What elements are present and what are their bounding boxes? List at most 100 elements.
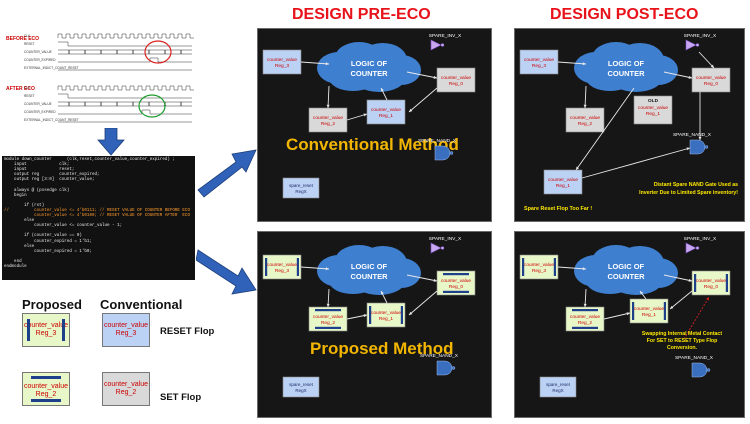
flop-id: Reg_3 bbox=[275, 63, 289, 69]
connection-arrow bbox=[408, 290, 438, 316]
spare-inverter bbox=[685, 39, 700, 51]
legend-conventional-heading: Conventional bbox=[100, 297, 183, 312]
spare-nand-gate bbox=[691, 362, 711, 378]
flop-id: Reg_1 bbox=[379, 316, 393, 322]
arrow-head bbox=[686, 147, 690, 151]
code-line: counter_expired = 1'b0; bbox=[4, 249, 92, 254]
set-bar-marker bbox=[315, 309, 341, 312]
arrow-head bbox=[363, 113, 367, 117]
waveform-signal-label: RESET bbox=[24, 94, 35, 98]
connection-arrow bbox=[663, 274, 693, 282]
reset-bar-marker bbox=[265, 258, 268, 276]
spare-reset-flop bbox=[282, 376, 320, 398]
spare-inv-label: SPARE_INV_X bbox=[429, 236, 462, 242]
waveform-signal-label: COUNTER_VALUE bbox=[24, 50, 52, 54]
flop-reg-0 bbox=[691, 270, 731, 296]
diagram-post-eco-proposed: LOGIC OFCOUNTERcounter_valueReg_3counter… bbox=[519, 236, 731, 398]
cloud-label-line2: COUNTER bbox=[350, 272, 388, 281]
arrow-head bbox=[582, 267, 586, 271]
reset-bar-marker bbox=[400, 306, 403, 324]
legend-proposed-set-flop: counter_value Reg_2 bbox=[22, 372, 70, 406]
reset-bar-marker bbox=[522, 258, 525, 276]
connection-arrow bbox=[683, 296, 710, 340]
flop-name: counter_value bbox=[570, 314, 600, 320]
spare-reset-id: RegX bbox=[295, 189, 306, 194]
reset-bar-marker bbox=[663, 302, 666, 320]
cloud-label-line1: LOGIC OF bbox=[351, 262, 388, 271]
arrow-head bbox=[582, 62, 586, 66]
arrow-to-proposed bbox=[196, 249, 257, 295]
flop-reg-0 bbox=[436, 67, 476, 93]
waveform-trace bbox=[58, 101, 192, 107]
waveform-trace bbox=[58, 41, 192, 47]
connection-arrow bbox=[346, 113, 368, 121]
flop-id: Reg_0 bbox=[449, 284, 463, 290]
note-nand-line1: Distant Spare NAND Gate Used as bbox=[654, 182, 738, 188]
code-line: if (rst) bbox=[4, 203, 45, 208]
legend-reg2-name-conv: counter_value bbox=[104, 381, 148, 388]
flop-id: Reg_3 bbox=[532, 63, 546, 69]
flop-name: counter_value bbox=[696, 278, 726, 284]
set-bar-marker bbox=[31, 376, 61, 379]
flop-name: counter_value bbox=[267, 57, 297, 63]
code-line: endmodule bbox=[4, 264, 27, 269]
arrow-head bbox=[409, 108, 413, 112]
spare-nand-label: SPARE_NAND_X bbox=[418, 138, 457, 144]
set-bar-marker bbox=[572, 326, 598, 329]
verilog-code-block: module down_counter (clk,reset,counter_v… bbox=[2, 156, 195, 280]
code-line: counter_expired = 1'b1; bbox=[4, 239, 92, 244]
arrow-head bbox=[698, 136, 702, 140]
legend-proposed-reset-flop: counter_value Reg_3 bbox=[22, 313, 70, 347]
waveform-signal-label: CLK bbox=[24, 86, 31, 90]
timing-waveform: BEFORE ECO AFTER ECO CLKRESETCOUNTER_VAL… bbox=[6, 33, 194, 123]
flop-id: Reg_2 bbox=[321, 121, 335, 127]
waveform-signal-label: COUNTER_EXPIRED bbox=[24, 110, 56, 114]
connection-arrow bbox=[557, 61, 587, 65]
before-eco-highlight bbox=[144, 40, 172, 64]
flop-name: counter_value bbox=[441, 278, 471, 284]
waveform-after-label: AFTER ECO bbox=[6, 86, 35, 92]
connection-arrow bbox=[557, 266, 587, 270]
legend-reset-flop-label: RESET Flop bbox=[160, 326, 215, 337]
conventional-method-label: Conventional Method bbox=[286, 135, 459, 154]
spare-inv-label: SPARE_INV_X bbox=[684, 33, 717, 39]
spare-reset-id: RegX bbox=[552, 388, 563, 393]
flop-reg-1 bbox=[629, 298, 669, 324]
flop-name: counter_value bbox=[371, 310, 401, 316]
flop-id: Reg_2 bbox=[578, 320, 592, 326]
arrow-head bbox=[710, 64, 714, 68]
logic-cloud bbox=[317, 42, 421, 92]
arrow-head bbox=[688, 75, 692, 79]
legend-set-flop-label: SET Flop bbox=[160, 392, 202, 403]
code-line: else bbox=[4, 244, 35, 249]
waveform-signal-label: COUNTER_VALUE bbox=[24, 102, 52, 106]
set-bar-marker bbox=[31, 399, 61, 402]
arrow-head bbox=[381, 88, 384, 92]
cloud-label-line1: LOGIC OF bbox=[608, 59, 645, 68]
reset-bar-marker bbox=[369, 306, 372, 324]
set-bar-marker bbox=[443, 290, 469, 293]
spare-nand-gate bbox=[434, 145, 454, 161]
connection-arrow bbox=[698, 51, 715, 69]
waveform-trace bbox=[58, 109, 192, 115]
spare-reset-flop bbox=[282, 177, 320, 199]
spare-inverter bbox=[430, 242, 445, 254]
cloud-label-line2: COUNTER bbox=[607, 272, 645, 281]
spare-reset-name: spare_reset bbox=[289, 382, 314, 387]
code-line: counter_value <= 4'b0100; // RESET VALUE… bbox=[4, 214, 190, 219]
connection-arrow bbox=[408, 87, 438, 113]
flop-name: counter_value bbox=[634, 306, 664, 312]
legend-proposed-heading: Proposed bbox=[22, 297, 82, 312]
flop-id: Reg_1 bbox=[379, 113, 393, 119]
code-line: begin bbox=[4, 193, 27, 198]
connection-arrow bbox=[581, 147, 691, 179]
reset-bar-marker bbox=[632, 302, 635, 320]
code-line: end bbox=[4, 259, 22, 264]
flop-id: Reg_0 bbox=[449, 81, 463, 87]
flop-reg-1 bbox=[366, 99, 406, 125]
flop-name: counter_value bbox=[638, 105, 668, 111]
set-bar-marker bbox=[572, 309, 598, 312]
down-arrow bbox=[97, 128, 125, 156]
connection-arrow bbox=[346, 314, 368, 320]
arrow-head bbox=[381, 291, 384, 295]
